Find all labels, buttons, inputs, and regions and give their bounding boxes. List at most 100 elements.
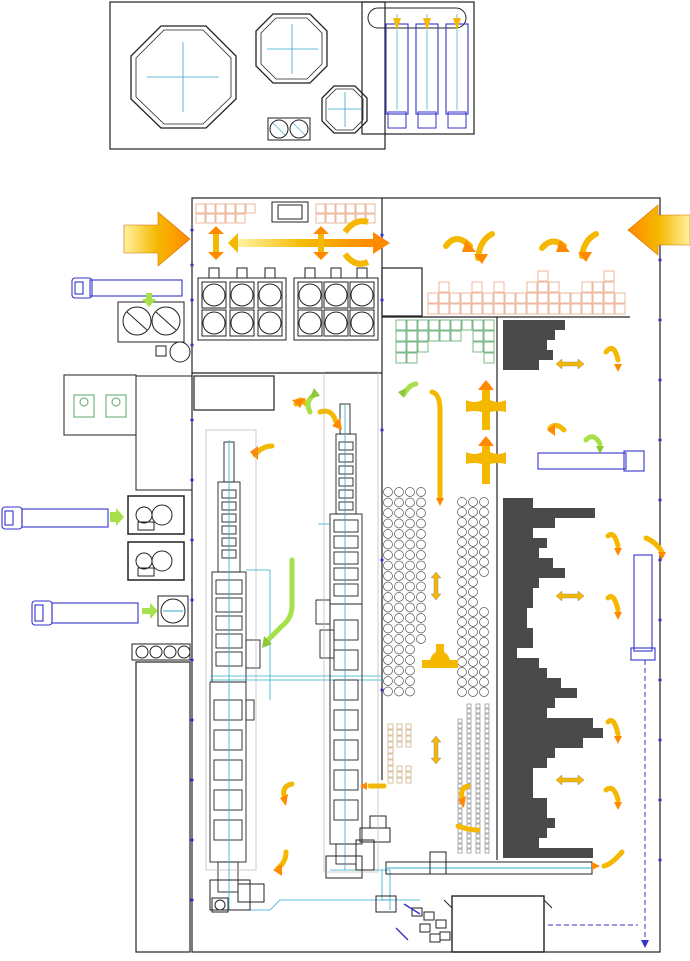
roll <box>405 613 415 623</box>
storage-dark-upper <box>503 320 565 370</box>
roll <box>416 613 426 623</box>
roll <box>468 617 478 627</box>
arrow-heads-green <box>262 388 604 648</box>
roll <box>479 607 489 617</box>
pallet <box>387 723 394 730</box>
machine-line-pipes <box>210 440 390 911</box>
pallet <box>484 848 490 854</box>
machine-line-icon <box>315 403 363 865</box>
pallet <box>396 741 403 748</box>
pallet <box>405 723 412 730</box>
pallet <box>457 743 463 749</box>
truck-icon <box>71 277 183 299</box>
pallet <box>484 788 490 794</box>
roll <box>383 665 393 676</box>
storage-blocks-top-right <box>427 270 626 315</box>
pallet <box>466 723 472 729</box>
pallet-icon <box>457 703 490 854</box>
roll <box>479 547 489 557</box>
pallet <box>484 763 490 769</box>
pallet <box>484 843 490 849</box>
pallet <box>466 848 472 854</box>
side-rack <box>537 450 656 661</box>
pallet <box>466 803 472 809</box>
roll <box>383 508 393 518</box>
roll <box>383 634 393 644</box>
pallet <box>457 843 463 849</box>
roll <box>416 550 426 560</box>
tank-icon <box>255 13 328 84</box>
pallet <box>457 758 463 764</box>
pallet <box>387 771 394 778</box>
roll <box>405 592 415 602</box>
roll <box>383 518 393 529</box>
pallet <box>466 793 472 799</box>
roll <box>394 665 404 676</box>
roll <box>383 655 393 665</box>
boiler-unit <box>127 495 185 581</box>
roll <box>416 581 426 592</box>
flow-arrow-icon <box>627 204 690 256</box>
pallet <box>484 723 490 729</box>
pallet <box>396 735 403 742</box>
flow-arrow-icon <box>395 903 421 941</box>
roll <box>383 487 393 497</box>
pallet <box>484 823 490 829</box>
roll <box>394 518 404 529</box>
roll <box>383 497 393 508</box>
roll <box>457 577 467 587</box>
pallet <box>484 713 490 719</box>
roll <box>405 665 415 676</box>
roll <box>468 547 478 557</box>
roll <box>394 539 404 550</box>
roll-icon <box>457 497 489 697</box>
roll <box>457 617 467 627</box>
pallet <box>457 723 463 729</box>
tank-row <box>131 643 191 953</box>
pallet <box>457 733 463 739</box>
roll <box>405 634 415 644</box>
pallet <box>475 718 481 724</box>
pallet <box>457 848 463 854</box>
pallet <box>457 748 463 754</box>
roll <box>405 518 415 529</box>
roll <box>479 667 489 677</box>
roll <box>457 667 467 677</box>
roll <box>394 592 404 602</box>
pallet <box>457 763 463 769</box>
roll <box>457 527 467 537</box>
flow-arrow-icon <box>208 218 390 267</box>
roll <box>405 686 415 697</box>
pallet <box>475 708 481 714</box>
pallet <box>475 753 481 759</box>
pallet <box>466 838 472 844</box>
roll <box>416 634 426 644</box>
roll <box>383 676 393 686</box>
roll <box>405 560 415 571</box>
pallet <box>466 718 472 724</box>
roll <box>468 497 478 507</box>
pallet <box>387 741 394 748</box>
roll <box>479 647 489 657</box>
pallet <box>466 748 472 754</box>
roll <box>383 529 393 539</box>
roll <box>468 627 478 637</box>
pallet <box>484 728 490 734</box>
roll <box>405 487 415 497</box>
roll <box>468 637 478 647</box>
roll <box>457 537 467 547</box>
roll <box>405 676 415 686</box>
pallet <box>466 843 472 849</box>
split-arrow-icon <box>422 380 506 668</box>
pallet <box>396 771 403 778</box>
roll <box>383 581 393 592</box>
roll <box>383 623 393 634</box>
pallet <box>457 833 463 839</box>
pallet <box>466 808 472 814</box>
pallet <box>387 765 394 772</box>
pallet <box>466 768 472 774</box>
aisle-markings <box>205 371 379 873</box>
pallet <box>475 798 481 804</box>
pallet <box>466 753 472 759</box>
pallet <box>475 783 481 789</box>
